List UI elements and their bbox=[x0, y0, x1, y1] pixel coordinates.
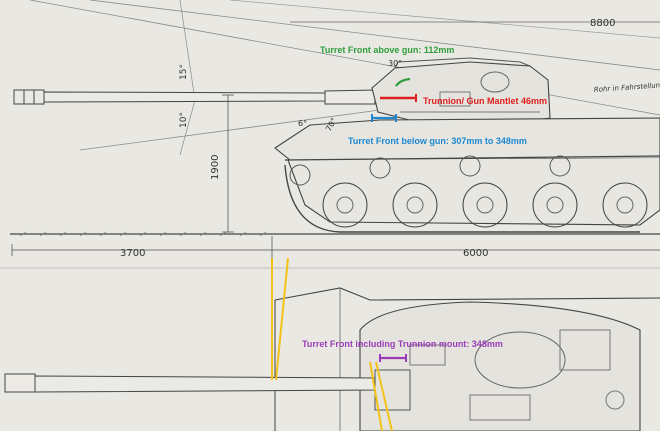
gun-barrel-plan bbox=[34, 375, 376, 393]
reference-line bbox=[79, 109, 381, 151]
muzzle-brake bbox=[13, 89, 45, 105]
annotation-turret-front-above-gun: Turret Front above gun: 112mm bbox=[320, 45, 454, 55]
turret-roof bbox=[394, 57, 531, 69]
reference-line bbox=[29, 0, 660, 116]
dimension-1900: 1900 bbox=[210, 155, 221, 180]
angle-elevation-label: 15° bbox=[179, 64, 189, 80]
return-roller bbox=[549, 155, 571, 177]
turret-equipment bbox=[469, 394, 531, 421]
angle-line bbox=[179, 99, 196, 156]
turret-ring bbox=[474, 331, 566, 389]
ground-hatching bbox=[19, 231, 267, 237]
yellow-line bbox=[375, 361, 393, 431]
armor-markers bbox=[271, 77, 417, 431]
turret-outline bbox=[371, 61, 551, 125]
track-top bbox=[284, 155, 660, 161]
cupola bbox=[480, 71, 510, 93]
muzzle-brake-plan bbox=[4, 373, 36, 393]
side-elevation-view bbox=[10, 0, 660, 262]
handwritten-note: Rohr in Fahrstellung bbox=[594, 81, 660, 94]
road-wheels bbox=[322, 182, 648, 228]
yellow-line bbox=[369, 361, 383, 431]
yellow-line bbox=[275, 257, 289, 381]
angle-front-left-label: 6° bbox=[298, 119, 307, 128]
dimension-6000: 6000 bbox=[463, 248, 488, 259]
idler-wheel bbox=[289, 164, 311, 186]
turret-detail bbox=[439, 91, 471, 107]
gun-barrel bbox=[43, 91, 326, 103]
hull-outline-top bbox=[274, 287, 660, 301]
plan-view bbox=[0, 267, 660, 431]
return-roller bbox=[459, 155, 481, 177]
reference-line bbox=[229, 0, 660, 39]
turret-equipment bbox=[559, 329, 611, 371]
annotation-trunnion-gun-mantlet: Trunnion/ Gun Mantlet 46mm bbox=[423, 96, 547, 106]
annotation-turret-front-below-gun: Turret Front below gun: 307mm to 348mm bbox=[348, 136, 527, 146]
angle-depression-label: 10° bbox=[179, 112, 189, 128]
hull-lower bbox=[287, 158, 660, 226]
return-roller bbox=[369, 157, 391, 179]
angle-line bbox=[179, 0, 196, 101]
dimension-3700: 3700 bbox=[120, 248, 145, 259]
track-outline bbox=[284, 164, 640, 233]
annotation-turret-front-trunnion-mount: Turret Front including Trunnion mount: 3… bbox=[302, 339, 503, 349]
green-marker bbox=[395, 77, 411, 87]
turret-plan-outline bbox=[359, 301, 641, 431]
barrel-sleeve bbox=[324, 89, 376, 105]
dimension-8800: 8800 bbox=[590, 18, 615, 29]
angle-roof-label: 30° bbox=[388, 59, 402, 68]
reference-line bbox=[89, 0, 660, 71]
turret-detail bbox=[605, 390, 625, 410]
